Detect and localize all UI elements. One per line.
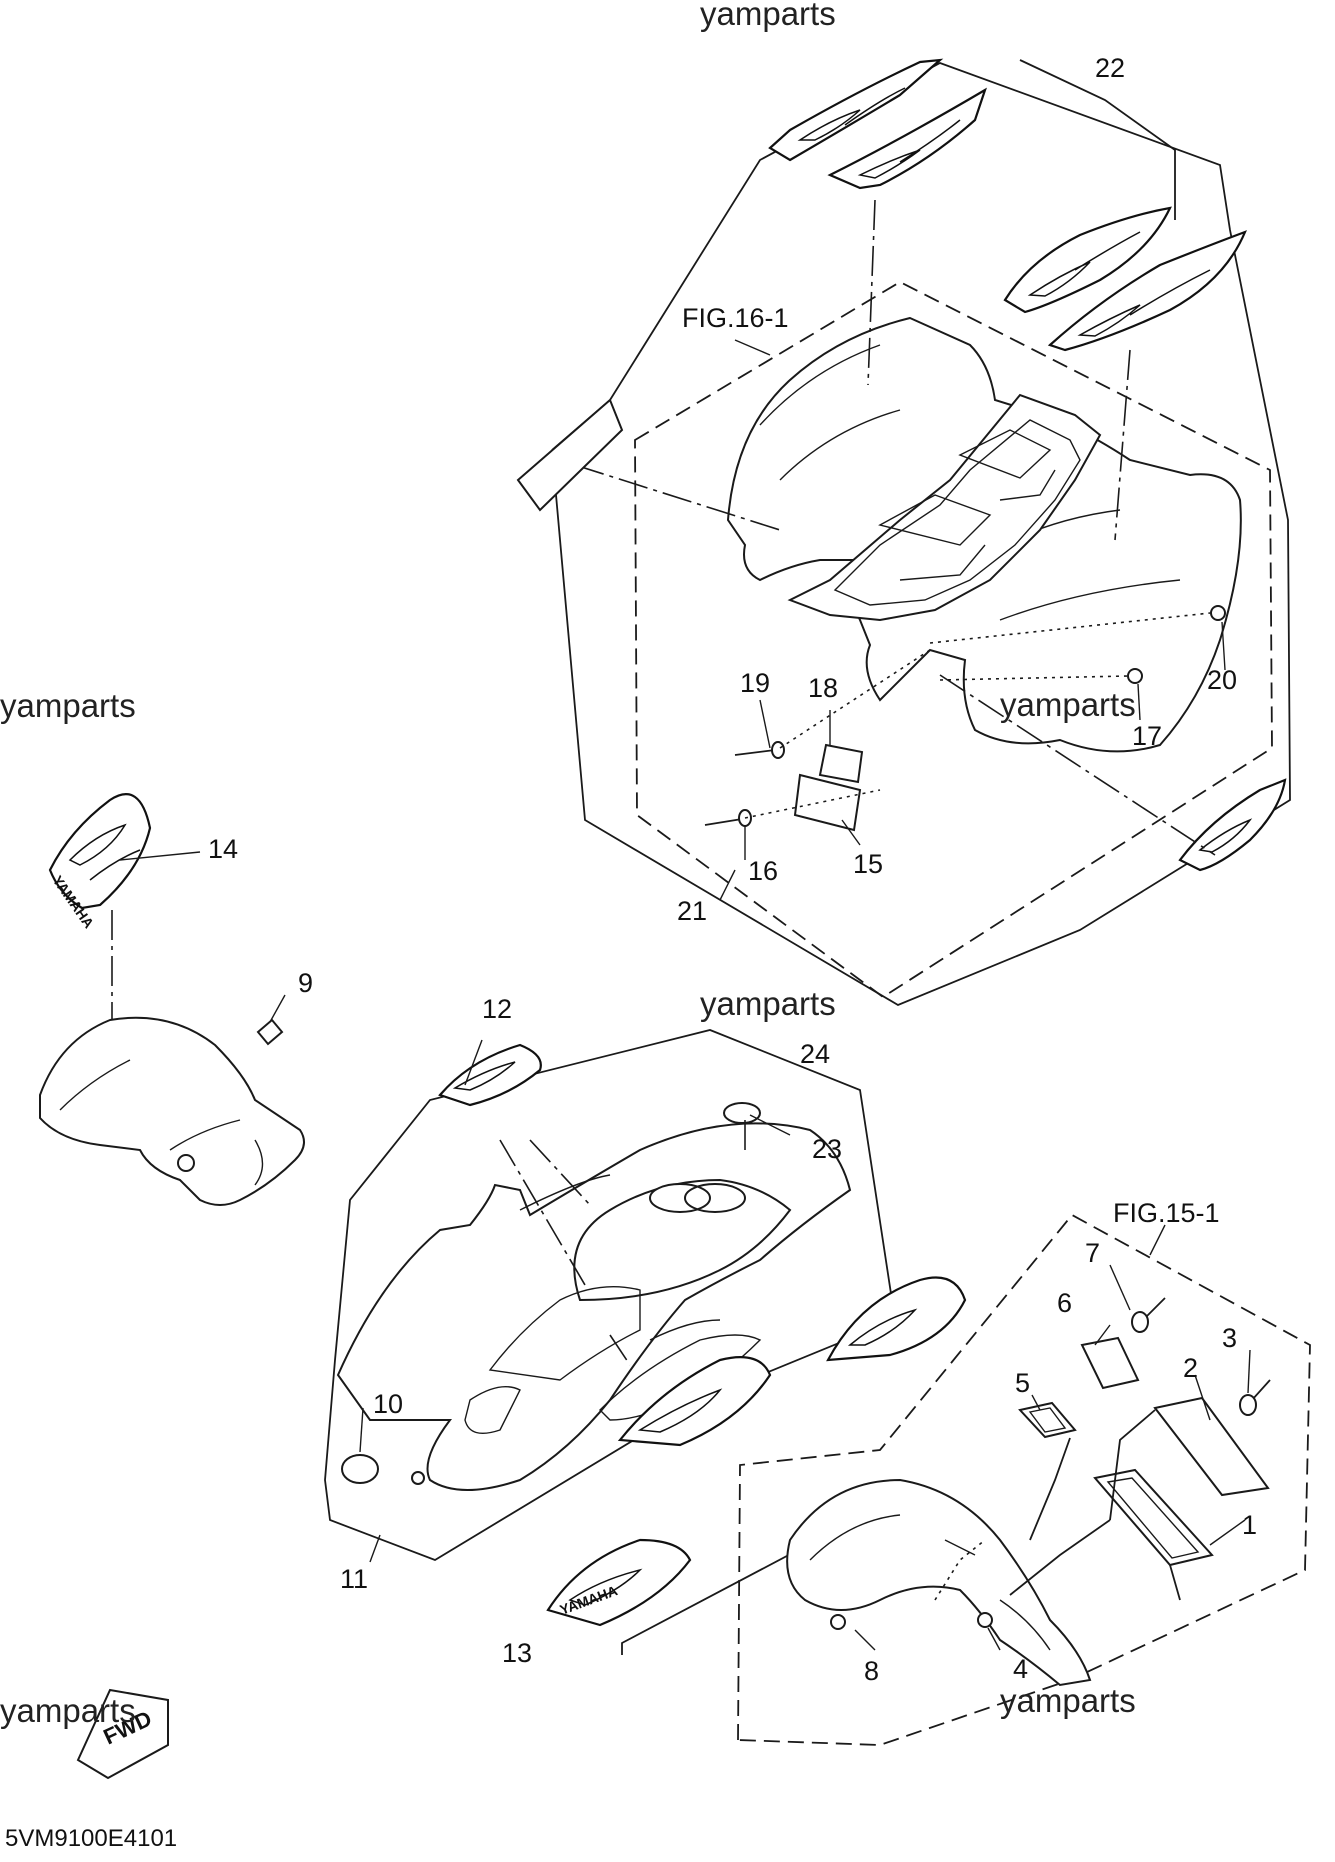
callout-16: 16: [748, 856, 778, 886]
plate-9: [256, 1018, 284, 1046]
side-cover-group: YAMAHA: [39, 793, 305, 1206]
nut-20: [1210, 605, 1226, 621]
callout-5: 5: [1015, 1368, 1030, 1398]
plate-15: [793, 773, 862, 832]
nut-4: [977, 1612, 993, 1628]
callout-14: 14: [208, 834, 238, 864]
callout-9: 9: [298, 968, 313, 998]
watermark-mid: yamparts: [700, 985, 836, 1022]
rivet-19: [734, 741, 785, 759]
nut-17: [1127, 668, 1143, 684]
rivet-3: [1239, 1379, 1271, 1416]
decal-front-right: [826, 1276, 967, 1362]
rear-side-decal: [1178, 778, 1287, 872]
rear-fender-group: [516, 58, 1291, 1007]
fwd-arrow-icon: FWD: [76, 1688, 169, 1780]
plate-1: [1093, 1468, 1214, 1567]
callout-10: 10: [373, 1389, 403, 1419]
callout-19: 19: [740, 668, 770, 698]
callout-6: 6: [1057, 1288, 1072, 1318]
rear-fender: [516, 199, 1287, 872]
callout-20: 20: [1207, 665, 1237, 695]
cap-10: [341, 1454, 379, 1484]
side-cover: [39, 1016, 305, 1206]
labels: yamparts yamparts yamparts yamparts yamp…: [0, 0, 1257, 1852]
callout-15: 15: [853, 849, 883, 879]
front-fender-group: [324, 1029, 967, 1563]
callout-18: 18: [808, 673, 838, 703]
assembly-outline-11: [324, 1029, 896, 1561]
fig-ref-rear: FIG.16-1: [682, 303, 789, 333]
rear-decal-right-upper: [1003, 206, 1172, 314]
callout-1: 1: [1242, 1510, 1257, 1540]
rear-decal-left-upper: [768, 58, 944, 162]
callout-4: 4: [1013, 1654, 1028, 1684]
callout-22: 22: [1095, 53, 1125, 83]
ref-outline-fig15: [737, 1213, 1311, 1746]
rivet-16: [704, 809, 752, 827]
callout-3: 3: [1222, 1323, 1237, 1353]
decal-set-22: [768, 58, 1247, 352]
plate-18: [818, 743, 864, 784]
plate-2: [1153, 1396, 1270, 1497]
assembly-outline-21: [551, 62, 1291, 1007]
watermark-rear: yamparts: [1000, 686, 1136, 723]
callout-8: 8: [864, 1656, 879, 1686]
rear-decal-right-lower: [1047, 230, 1247, 352]
decal-12: [438, 1043, 542, 1107]
plate-6: [1080, 1336, 1140, 1390]
fig-ref-front: FIG.15-1: [1113, 1198, 1220, 1228]
leader-22: [1019, 59, 1176, 220]
side-decal-14: [48, 793, 152, 910]
callout-12: 12: [482, 994, 512, 1024]
callout-7: 7: [1085, 1238, 1100, 1268]
emblem-23: [723, 1102, 761, 1124]
rivet-7: [1131, 1297, 1166, 1333]
watermark-left: yamparts: [0, 687, 136, 724]
watermark-top: yamparts: [700, 0, 836, 32]
rear-decal-left-lower: [827, 87, 987, 190]
front-mudguard: [786, 1478, 1092, 1687]
nut-8: [830, 1614, 846, 1630]
callout-17: 17: [1132, 721, 1162, 751]
diagram-code: 5VM9100E4101: [5, 1825, 177, 1852]
rear-flap-piece: [516, 398, 624, 512]
callout-11: 11: [340, 1564, 368, 1594]
callout-24: 24: [800, 1039, 830, 1069]
watermark-bottom-left: yamparts: [0, 1692, 136, 1729]
front-mudguard-group: YAMAHA: [546, 1213, 1311, 1746]
callout-13: 13: [502, 1638, 532, 1668]
callout-23: 23: [812, 1134, 842, 1164]
callout-2: 2: [1183, 1353, 1198, 1383]
watermark-bottom: yamparts: [1000, 1682, 1136, 1719]
callout-21: 21: [677, 896, 707, 926]
